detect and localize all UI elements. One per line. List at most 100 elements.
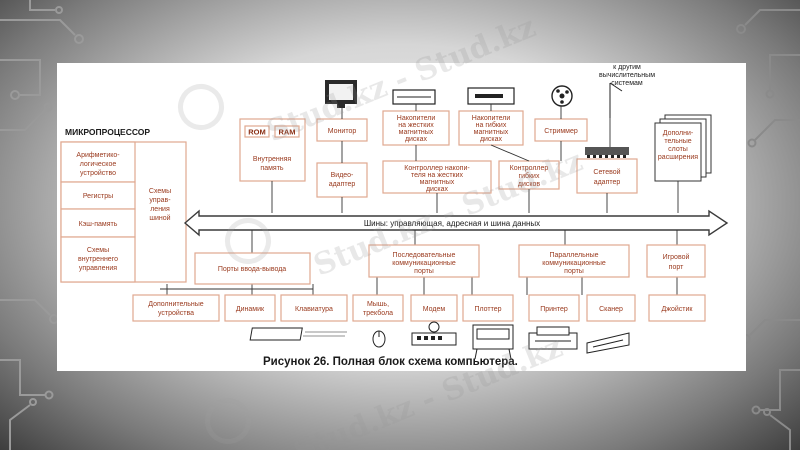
- svg-text:Видео-: Видео-: [331, 172, 354, 179]
- svg-text:адаптер: адаптер: [329, 181, 356, 188]
- monitor-icon: [325, 80, 357, 108]
- keyboard-icon: [249, 327, 347, 341]
- network-card-icon: [585, 147, 629, 158]
- svg-text:на жестких: на жестких: [398, 122, 434, 129]
- scanner-icon: [586, 332, 630, 354]
- plotter-icon: [472, 324, 514, 360]
- svg-text:дисков: дисков: [518, 181, 541, 188]
- registers-box: [60, 181, 136, 210]
- serial-ports-box: [368, 244, 480, 278]
- internal-control-box: [60, 236, 136, 283]
- svg-text:на гибких: на гибких: [476, 121, 507, 129]
- svg-text:магнитных: магнитных: [399, 129, 434, 136]
- fdd-icon: [467, 87, 515, 105]
- svg-text:Параллельные: Параллельные: [549, 252, 598, 259]
- block-diagram-image: МИКРОПРОЦЕССОР Арифметико- логическое ус…: [57, 63, 746, 371]
- joystick-box: [648, 294, 706, 322]
- svg-text:порт: порт: [669, 264, 684, 271]
- cache-box: [60, 208, 136, 238]
- svg-text:управ-: управ-: [149, 197, 171, 204]
- svg-text:коммуникационные: коммуникационные: [392, 260, 456, 267]
- system-bus-arrow: [183, 209, 729, 237]
- extra-slots: Дополни- тельные слоты расширения: [654, 114, 712, 182]
- svg-text:Джойстик: Джойстик: [662, 305, 694, 313]
- svg-text:порты: порты: [414, 268, 434, 275]
- svg-text:Дополнительные: Дополнительные: [148, 301, 204, 308]
- svg-text:теля на жестких: теля на жестких: [411, 172, 464, 179]
- hdd-controller-box: [382, 160, 492, 194]
- svg-text:Сетевой: Сетевой: [593, 168, 620, 176]
- io-ports-box: [194, 252, 311, 285]
- svg-text:трекбола: трекбола: [363, 309, 393, 317]
- svg-text:Монитор: Монитор: [328, 128, 357, 135]
- svg-text:порты: порты: [564, 268, 584, 275]
- svg-text:память: память: [260, 165, 283, 172]
- svg-text:Динамик: Динамик: [236, 306, 265, 313]
- alu-box: [60, 141, 136, 183]
- svg-text:Плоттер: Плоттер: [474, 306, 501, 313]
- svg-text:внутреннего: внутреннего: [78, 256, 118, 263]
- svg-text:Клавиатура: Клавиатура: [295, 306, 333, 313]
- svg-text:расширения: расширения: [658, 154, 698, 161]
- fdd-box: [458, 110, 524, 146]
- rom-label: ROM: [248, 128, 266, 137]
- svg-text:Контроллер накопи-: Контроллер накопи-: [404, 165, 470, 172]
- svg-text:дисках: дисках: [480, 136, 503, 143]
- svg-text:Схемы: Схемы: [149, 188, 171, 195]
- svg-text:гибких: гибких: [519, 172, 540, 180]
- hdd-icon: [392, 89, 436, 105]
- watermark-logo: [198, 391, 258, 450]
- svg-text:к другим: к другим: [613, 64, 641, 71]
- mouse-box: [352, 294, 404, 322]
- svg-text:Мышь,: Мышь,: [367, 301, 389, 308]
- svg-text:Последовательные: Последовательные: [393, 252, 456, 259]
- svg-text:логическое: логическое: [80, 161, 117, 168]
- antenna-icon: [609, 82, 623, 118]
- bus-label: Шины: управляющая, адресная и шина данны…: [364, 219, 540, 228]
- svg-text:коммуникационные: коммуникационные: [542, 260, 606, 267]
- game-port-box: [646, 244, 706, 278]
- ram-label: RAM: [278, 128, 295, 137]
- svg-text:Сканер: Сканер: [599, 306, 623, 313]
- svg-text:управления: управления: [79, 265, 117, 272]
- svg-text:Регистры: Регистры: [83, 193, 113, 200]
- svg-text:Арифметико-: Арифметико-: [76, 152, 120, 159]
- svg-text:устройство: устройство: [80, 169, 116, 177]
- svg-text:устройства: устройства: [158, 309, 194, 317]
- svg-text:дисках: дисках: [426, 186, 449, 193]
- video-adapter-box: [316, 162, 368, 198]
- printer-box: [528, 294, 580, 322]
- modem-icon: [411, 321, 457, 346]
- modem-box: [410, 294, 458, 322]
- svg-text:Дополни-: Дополни-: [663, 130, 694, 137]
- mouse-icon: [372, 330, 386, 348]
- svg-text:дисках: дисках: [405, 136, 428, 143]
- svg-text:магнитных: магнитных: [420, 179, 455, 186]
- svg-text:Внутренняя: Внутренняя: [253, 156, 292, 163]
- microprocessor-title: МИКРОПРОЦЕССОР: [65, 127, 150, 137]
- svg-text:системам: системам: [611, 80, 643, 87]
- svg-text:шиной: шиной: [149, 214, 170, 222]
- svg-text:Накопители: Накопители: [397, 115, 436, 122]
- figure-caption: Рисунок 26. Полная блок схема компьютера…: [263, 356, 518, 368]
- svg-text:адаптер: адаптер: [594, 179, 621, 186]
- streamer-icon: [551, 85, 573, 107]
- svg-text:Контроллер: Контроллер: [510, 165, 549, 172]
- block-diagram: МИКРОПРОЦЕССОР Арифметико- логическое ус…: [60, 64, 729, 368]
- svg-text:слоты: слоты: [668, 146, 688, 153]
- parallel-ports-box: [518, 244, 630, 278]
- svg-text:Кэш-память: Кэш-память: [79, 221, 118, 228]
- svg-text:вычислительным: вычислительным: [599, 72, 655, 79]
- svg-text:Стриммер: Стриммер: [544, 128, 578, 135]
- svg-text:магнитных: магнитных: [474, 129, 509, 136]
- svg-text:Накопители: Накопители: [472, 115, 511, 122]
- svg-text:тельные: тельные: [664, 138, 691, 145]
- network-adapter-box: [576, 158, 638, 194]
- svg-text:ления: ления: [150, 206, 170, 213]
- svg-text:Игровой: Игровой: [663, 253, 690, 261]
- plotter-box: [462, 294, 514, 322]
- hdd-box: [382, 110, 450, 146]
- svg-text:Модем: Модем: [423, 306, 446, 313]
- svg-text:Порты ввода-вывода: Порты ввода-вывода: [218, 266, 286, 273]
